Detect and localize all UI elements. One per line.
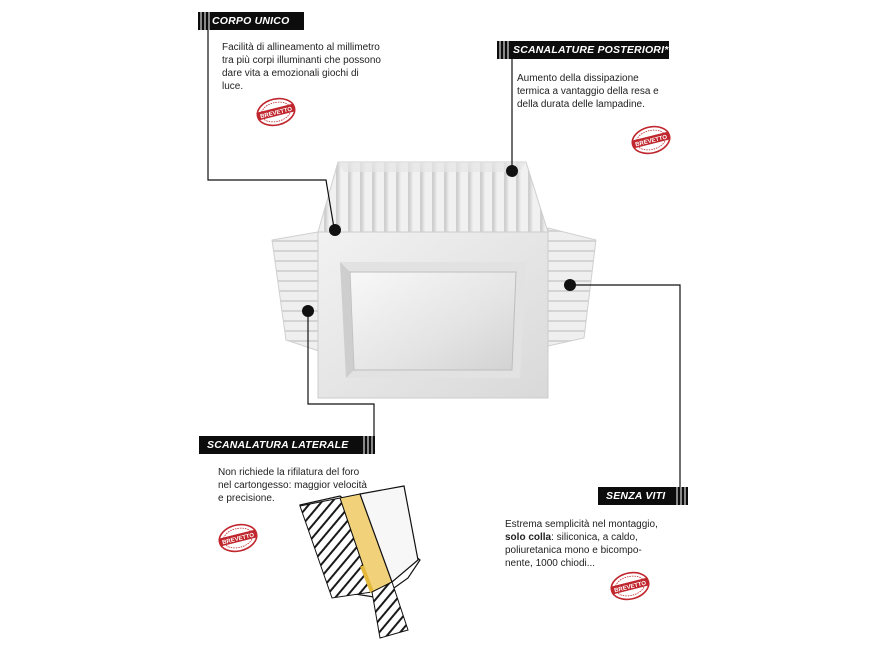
callout-dot-corpo [329, 224, 341, 236]
rear-fins [317, 161, 549, 233]
left-flange [271, 231, 323, 353]
patent-stamp-scanalature-posteriori: BREVETTO [629, 124, 673, 161]
stamp-graphic: BREVETTO [256, 97, 296, 127]
callout-title-scanalatura-laterale: SCANALATURA LATERALE [199, 436, 375, 454]
bold-solo-colla: solo colla [505, 532, 552, 543]
callout-title-senza-viti: SENZA VITI [598, 487, 688, 505]
groove-detail-illustration [299, 485, 421, 639]
patent-stamp-corpo-unico: BREVETTO [254, 96, 298, 133]
stamp-graphic: BREVETTO [218, 523, 258, 553]
callout-text-senza-viti: Estrema semplicità nel montaggio, solo c… [505, 519, 658, 569]
callout-text-corpo-unico: Facilità di allineamento al millimetro t… [222, 42, 381, 92]
stamp-graphic: BREVETTO [631, 125, 671, 155]
callout-dot-senza-viti [564, 279, 576, 291]
front-face [317, 231, 549, 399]
callout-dot-laterale [302, 305, 314, 317]
stamp-graphic: BREVETTO [610, 571, 650, 601]
patent-stamp-scanalatura-laterale: BREVETTO [216, 522, 260, 559]
patent-stamp-senza-viti: BREVETTO [608, 570, 652, 607]
callout-title-corpo-unico: CORPO UNICO [198, 12, 304, 30]
callout-lines [207, 30, 681, 490]
callout-dot-posteriori [506, 165, 518, 177]
callout-text-scanalature-posteriori: Aumento della dissipazione termica a van… [517, 73, 659, 110]
callout-text-scanalatura-laterale: Non richiede la rifilatura del foro nel … [218, 467, 367, 504]
callout-title-scanalature-posteriori: SCANALATURE POSTERIORI* [497, 41, 669, 59]
